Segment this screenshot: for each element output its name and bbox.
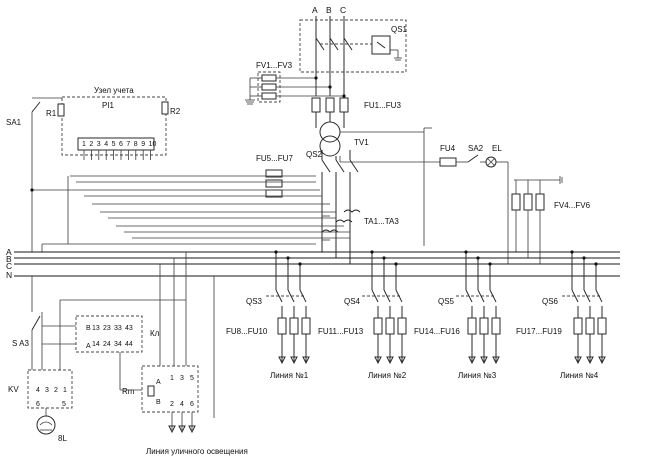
- fu8-label: FU8...FU10: [226, 327, 268, 336]
- qs3-label: QS3: [246, 297, 263, 306]
- qs5-label: QS5: [438, 297, 455, 306]
- meter-group-label: Узел учета: [94, 86, 134, 95]
- phase-c-label: C: [340, 5, 346, 15]
- tv1-group: TV1 FU4 SA2 EL: [319, 121, 509, 264]
- kv-label: KV: [8, 385, 19, 394]
- el-label: EL: [492, 144, 502, 153]
- rm-terminal-top: 3: [180, 375, 184, 382]
- meter-terminal: 5: [112, 141, 116, 148]
- fu11-label: FU11...FU13: [318, 327, 364, 336]
- line3-label: Линия №3: [458, 371, 497, 380]
- rm-terminal-bottom: 6: [190, 401, 194, 408]
- sl-label: 8L: [58, 434, 67, 443]
- meter-terminal: 1: [82, 141, 86, 148]
- meter-terminal: 4: [104, 141, 108, 148]
- street-label: Линия уличного освещения: [146, 447, 248, 456]
- bus-n-label: N: [6, 270, 12, 280]
- fu1-label: FU1...FU3: [364, 101, 401, 110]
- kl-b: B: [86, 325, 91, 332]
- tv1-label: TV1: [354, 138, 369, 147]
- ta-group: TA1...TA3: [321, 203, 399, 241]
- bus-a-label: A: [6, 247, 12, 257]
- sa2-label: SA2: [468, 144, 484, 153]
- fu14-label: FU14...FU16: [414, 327, 460, 336]
- kl-terminal-bottom: 34: [114, 341, 122, 348]
- fv4-group: FV4...FV6: [511, 176, 591, 264]
- fu1-group: FU1...FU3: [311, 97, 401, 128]
- kl-terminal-top: 13: [92, 325, 100, 332]
- bus-b-label: B: [6, 254, 12, 264]
- control-wiring: [41, 175, 350, 252]
- meter-label: PI1: [102, 101, 115, 110]
- rm-label: Rm: [122, 387, 135, 396]
- meter-terminal: 9: [141, 141, 145, 148]
- qs1-frame: [299, 19, 407, 73]
- qs2-label: QS2: [306, 150, 323, 159]
- phase-b-label: B: [326, 5, 332, 15]
- feeder: [456, 250, 501, 365]
- incoming-section: A B C QS1: [299, 5, 408, 96]
- rm-terminal-top: 1: [170, 375, 174, 382]
- meter-terminal: 3: [97, 141, 101, 148]
- busbars: A B C N: [6, 247, 620, 280]
- sa1-label: SA1: [6, 118, 22, 127]
- kl-terminal-top: 33: [114, 325, 122, 332]
- fv4-label: FV4...FV6: [554, 201, 591, 210]
- rm-a: A: [156, 379, 161, 386]
- kl-terminal-top: 23: [103, 325, 111, 332]
- kl-terminal-bottom: 44: [125, 341, 133, 348]
- rm-terminal-bottom: 4: [180, 401, 184, 408]
- rm-terminal-top: 5: [190, 375, 194, 382]
- kv-terminal: 4: [36, 387, 40, 394]
- feeders: [266, 250, 607, 365]
- line1-label: Линия №1: [270, 371, 309, 380]
- feeder: [362, 250, 407, 365]
- fu5-label: FU5...FU7: [256, 154, 293, 163]
- kv-terminal: 1: [63, 387, 67, 394]
- meter-terminal: 7: [126, 141, 130, 148]
- qs4-label: QS4: [344, 297, 361, 306]
- rm-b: B: [156, 399, 161, 406]
- fu5-group: FU5...FU7: [256, 154, 293, 198]
- sa3-label: S A3: [12, 339, 29, 348]
- fv1-group: FV1...FV3: [245, 61, 346, 105]
- meter-terminal: 6: [119, 141, 123, 148]
- ta-label: TA1...TA3: [364, 217, 399, 226]
- kv-terminal: 2: [54, 387, 58, 394]
- bus-c-label: C: [6, 261, 12, 271]
- meter-terminal: 8: [134, 141, 138, 148]
- kl-a: A: [86, 343, 91, 350]
- fv1-label: FV1...FV3: [256, 61, 293, 70]
- fu4-label: FU4: [440, 144, 456, 153]
- feeder: [266, 250, 311, 365]
- feeder: [562, 250, 607, 365]
- fu17-label: FU17...FU19: [516, 327, 562, 336]
- kl-terminal-bottom: 24: [103, 341, 111, 348]
- phase-a-label: A: [312, 5, 318, 15]
- qs6-label: QS6: [542, 297, 559, 306]
- kl-terminal-top: 43: [125, 325, 133, 332]
- line2-label: Линия №2: [368, 371, 407, 380]
- r1-label: R1: [46, 109, 57, 118]
- kl-label: Кл: [150, 329, 160, 338]
- meter-terminal: 10: [149, 141, 157, 148]
- meter-terminal: 2: [89, 141, 93, 148]
- rm-terminal-bottom: 2: [170, 401, 174, 408]
- kv-terminal: 3: [45, 387, 49, 394]
- kl-terminal-bottom: 14: [92, 341, 100, 348]
- qs1-label: QS1: [391, 25, 408, 34]
- kv-5: 5: [62, 401, 66, 408]
- line4-label: Линия №4: [560, 371, 599, 380]
- kv-6: 6: [36, 401, 40, 408]
- qs2-group: QS2: [306, 150, 359, 264]
- r2-label: R2: [170, 107, 181, 116]
